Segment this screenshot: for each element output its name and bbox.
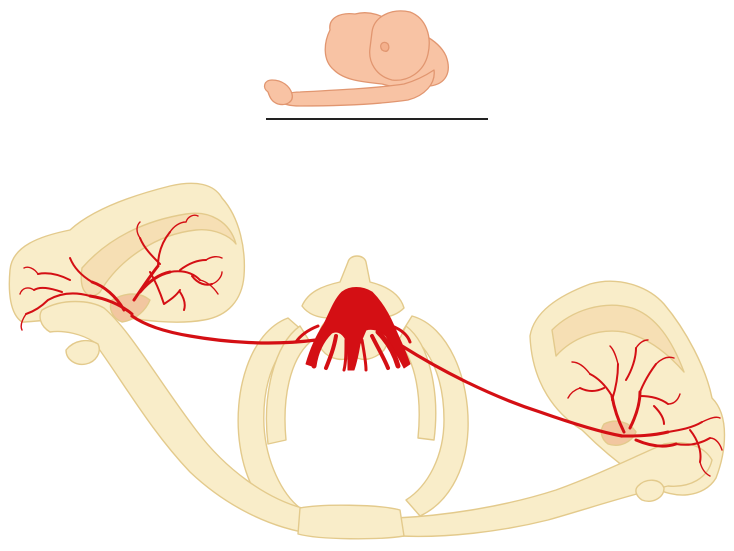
sternum-plate (298, 505, 404, 539)
right-clavicle-knob (66, 341, 99, 365)
patient-hand (265, 80, 293, 105)
left-clavicle-knob (636, 480, 664, 501)
patient-head (370, 11, 430, 80)
patient-position-icon (265, 11, 449, 106)
patient-ear (381, 42, 389, 51)
